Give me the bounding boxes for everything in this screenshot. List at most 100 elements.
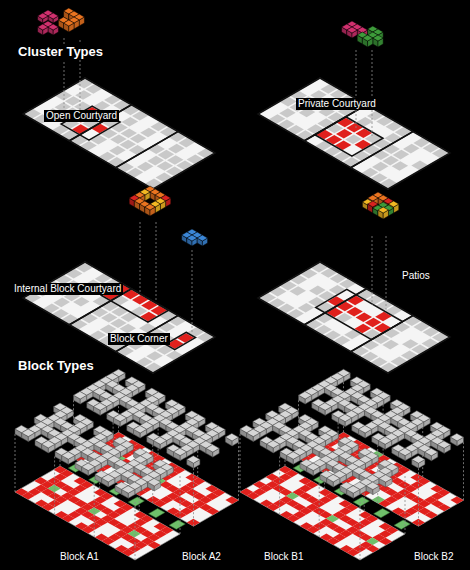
mass-top <box>438 441 451 448</box>
projection-line <box>238 442 239 500</box>
plot-cell <box>247 492 260 500</box>
mass-top <box>425 448 438 456</box>
plot-cell <box>75 90 92 100</box>
plot-cell <box>403 144 420 154</box>
block-type-label: Block B1 <box>262 551 305 563</box>
section-heading: Cluster Types <box>16 44 105 60</box>
plot-cell <box>122 549 135 557</box>
plot-cell <box>425 511 438 519</box>
plot-cell <box>363 341 379 351</box>
mass-top <box>373 35 383 41</box>
green-square <box>128 497 144 506</box>
projection-line <box>192 250 193 334</box>
plot-cell <box>372 162 389 172</box>
projection-line <box>279 456 280 514</box>
plot-cell <box>166 167 182 177</box>
plot-cell <box>267 503 280 511</box>
projection-line <box>386 236 387 312</box>
projection-line <box>240 434 241 492</box>
mass-top <box>148 478 161 486</box>
site-slab <box>258 78 450 189</box>
slab-ground <box>23 78 215 189</box>
slab-ground <box>74 432 239 526</box>
projection-line <box>418 468 419 526</box>
block-outline <box>351 132 450 189</box>
mass-top <box>267 440 280 448</box>
plot-cell <box>109 146 126 156</box>
plot-cell <box>148 541 161 549</box>
slab-ground <box>299 432 464 526</box>
mass-top <box>64 20 74 26</box>
block-type-label: Block A2 <box>180 551 223 563</box>
section-heading: Block Types <box>16 358 96 374</box>
block-outline <box>315 117 383 156</box>
block-outline <box>116 132 215 189</box>
mass-top <box>197 235 207 241</box>
mass-top <box>22 429 35 437</box>
mass-top <box>412 456 425 464</box>
projection-line <box>193 468 194 526</box>
mass-top <box>450 433 463 441</box>
block-massing <box>240 403 405 560</box>
green-space <box>68 463 185 529</box>
plot-cell <box>146 351 163 361</box>
slab-ground <box>258 262 450 373</box>
cluster-model <box>342 21 384 136</box>
cluster-type-label: Block Corner <box>108 333 170 345</box>
plot-cell <box>379 538 392 545</box>
mass-top <box>38 24 48 30</box>
plot-cell <box>225 496 238 504</box>
block-type-label: Block B2 <box>412 551 455 563</box>
block-outline <box>258 262 366 325</box>
plot-cell <box>438 504 451 511</box>
block-slab <box>299 432 464 526</box>
block-type-label: Block A1 <box>58 551 101 563</box>
green-space <box>293 463 410 529</box>
plot-cell <box>166 351 182 361</box>
mass-top <box>82 463 95 471</box>
plot-cell <box>290 286 307 296</box>
plot-cell <box>206 508 219 515</box>
plot-cell <box>279 108 296 118</box>
plot-cell <box>270 287 287 297</box>
green-square <box>149 509 165 518</box>
mass-top <box>339 414 352 421</box>
mass-top <box>359 426 372 434</box>
cluster-model <box>38 8 85 118</box>
projection-line <box>463 442 464 500</box>
plot-cell <box>73 297 90 307</box>
mass-top <box>307 463 320 471</box>
mass-top <box>379 475 392 482</box>
mass-top <box>399 448 412 455</box>
slab-ground <box>258 78 450 189</box>
mass-top <box>48 24 58 30</box>
projection-line <box>372 236 373 305</box>
site-slab <box>23 262 215 373</box>
mass-top <box>362 35 372 41</box>
green-square <box>169 520 185 529</box>
block-outline <box>304 105 413 168</box>
projection-line <box>360 502 361 560</box>
plot-cell <box>42 503 55 511</box>
projection-line <box>140 222 141 292</box>
cluster-type-label: Private Courtyard <box>296 98 378 110</box>
plot-cell <box>411 345 428 355</box>
plot-cell <box>62 515 75 523</box>
projection-line <box>54 456 55 514</box>
mass-top <box>48 13 58 19</box>
plot-cell <box>140 128 157 138</box>
plot-cell <box>176 161 193 171</box>
mass-top <box>347 486 360 494</box>
plot-cell <box>383 329 400 339</box>
mass-top <box>114 414 127 421</box>
block-massing <box>299 369 464 526</box>
block-outline <box>351 316 450 373</box>
site-slab <box>23 78 215 189</box>
projection-line <box>405 476 406 534</box>
plot-cell <box>82 526 95 534</box>
mass-top <box>327 474 340 482</box>
plot-cell <box>385 133 402 143</box>
projection-line <box>156 222 157 300</box>
projection-line <box>319 479 320 537</box>
